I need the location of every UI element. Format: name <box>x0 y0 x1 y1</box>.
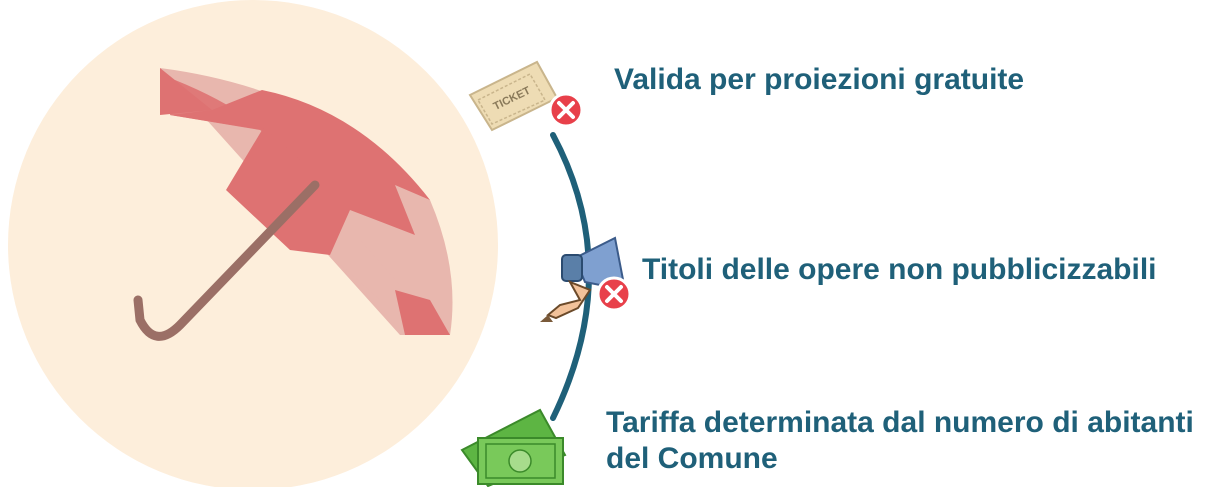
ticket-icon: TICKET <box>468 60 559 132</box>
x-mark-icon <box>596 276 632 312</box>
item-label-titles-not-advertisable: Titoli delle opere non pubblicizzabili <box>642 253 1157 286</box>
money-icon <box>460 408 567 487</box>
umbrella-icon <box>133 68 453 341</box>
item-label-line: del Comune <box>606 442 778 475</box>
item-label-fee-by-inhabitants: Tariffa determinata dal numero di abitan… <box>606 405 1194 477</box>
item-label-line: Tariffa determinata dal numero di abitan… <box>606 406 1194 439</box>
item-label-free-screenings: Valida per proiezioni gratuite <box>614 63 1025 96</box>
x-mark-icon <box>548 92 584 128</box>
